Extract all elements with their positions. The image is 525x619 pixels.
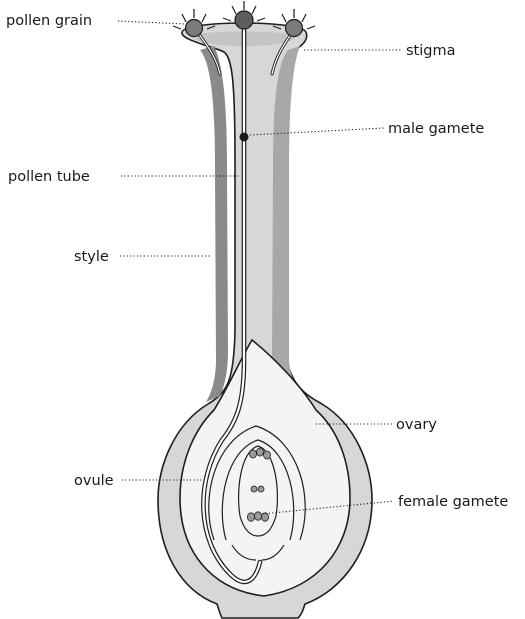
label-style: style xyxy=(74,249,109,265)
label-female-gamete: female gamete xyxy=(398,494,508,510)
vascular-strand-left xyxy=(200,46,228,402)
ovary-cavity xyxy=(180,340,350,596)
label-ovary: ovary xyxy=(396,417,437,433)
label-male-gamete: male gamete xyxy=(388,121,484,137)
male-gamete xyxy=(240,133,249,142)
label-pollen-tube: pollen tube xyxy=(8,169,90,185)
label-ovule: ovule xyxy=(74,473,114,489)
leader-pollen-grain xyxy=(118,21,186,24)
vascular-strand-right xyxy=(272,46,312,410)
label-stigma: stigma xyxy=(406,43,455,59)
label-pollen-grain: pollen grain xyxy=(6,13,92,29)
